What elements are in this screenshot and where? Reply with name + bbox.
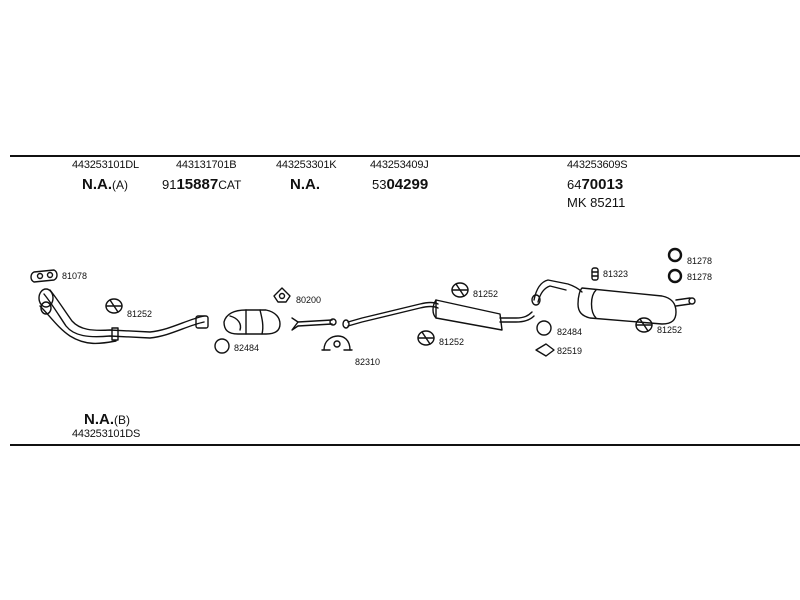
label-gasket-82519: 82519 [557,346,583,356]
oe-number-bottom: 443253101DS [72,428,141,440]
label-gasket-80200: 80200 [296,295,322,305]
part-main-group-2: 15887 [176,176,219,193]
gasket-80200 [273,287,291,303]
part-main-group-3: N.A. [290,176,320,193]
rear-silencer [531,279,696,325]
part-suffix-bottom: (B) [114,413,130,427]
ring-mid-82484 [536,320,552,336]
part-main-group-1: N.A. [82,176,112,193]
oe-number-group-4: 443253409J [370,159,429,171]
oe-number-group-5: 443253609S [567,159,628,171]
part-main-group-4: 04299 [386,176,429,193]
label-gasket-81078: 81078 [62,271,88,281]
oe-number-group-2: 443131701B [176,159,237,171]
part-number-bottom: N.A.(B) [84,412,130,428]
top-rule [10,155,800,157]
clamp-mid-bottom-81252 [417,330,435,346]
part-prefix-group-2: 91 [162,177,177,192]
gasket-82519 [535,343,555,357]
ring-rear-1-81278 [667,247,683,263]
label-ring-rear-2: 81278 [687,272,713,282]
bottom-rule [10,444,800,446]
ring-rear-2-81278 [667,268,683,284]
clamp-mid-top-81252 [451,282,469,298]
part-prefix-group-5: 64 [567,177,582,192]
label-bracket-81323: 81323 [603,269,629,279]
label-ring-front: 82484 [234,343,260,353]
clamp-front-81252 [105,298,123,314]
front-pipe [38,288,209,345]
part-suffix-group-1: (A) [112,178,128,192]
oe-number-group-1: 443253101DL [72,159,139,171]
label-clamp-mid-bottom: 81252 [439,337,465,347]
kit-number-group-5: MK 85211 [567,195,626,210]
part-main-group-5: 70013 [581,176,624,193]
part-number-group-2: 9115887CAT [162,177,241,193]
part-number-group-5: 6470013 [567,177,623,193]
part-number-group-3: N.A. [290,177,320,193]
part-main-bottom: N.A. [84,411,114,428]
oe-number-group-3: 443253301K [276,159,337,171]
label-ring-mid: 82484 [557,327,583,337]
clamp-82310 [321,335,353,351]
catalytic-converter [223,309,281,335]
label-ring-rear-1: 81278 [687,256,713,266]
part-prefix-group-4: 53 [372,177,387,192]
bracket-81323 [591,267,599,281]
part-number-group-1: N.A.(A) [82,177,128,193]
label-clamp-rear: 81252 [657,325,683,335]
part-number-group-4: 5304299 [372,177,428,193]
label-clamp-front: 81252 [127,309,153,319]
clamp-rear-81252 [635,317,653,333]
label-clamp-mid-top: 81252 [473,289,499,299]
gasket-81078 [30,269,58,283]
part-suffix-group-2: CAT [218,178,242,192]
label-clamp-82310: 82310 [355,357,381,367]
middle-silencer [342,299,535,331]
intermediate-pipe [291,317,337,331]
ring-front-82484 [214,338,230,354]
